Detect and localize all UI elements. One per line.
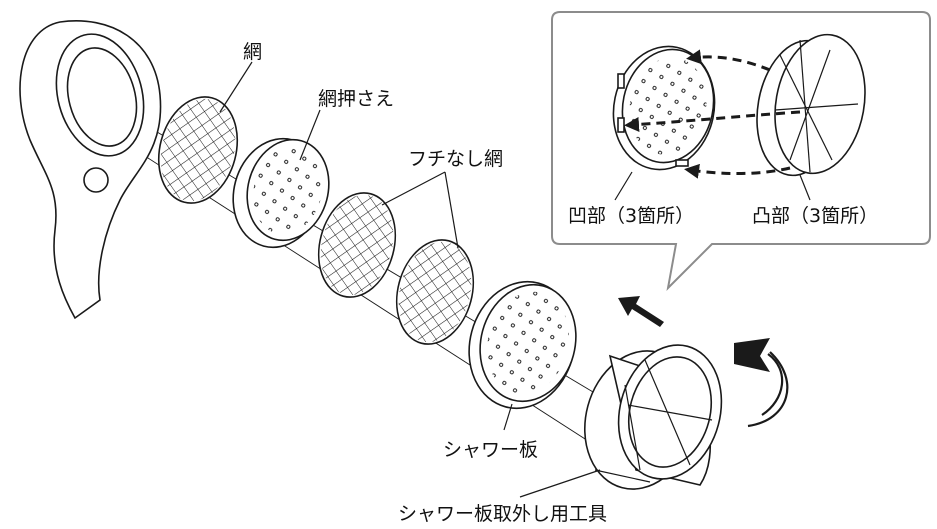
label-leader-lines bbox=[219, 61, 601, 498]
label-net-holder: 網押さえ bbox=[318, 88, 394, 110]
detail-removal-tool bbox=[756, 33, 866, 177]
shower-plate bbox=[468, 280, 577, 410]
net-disc bbox=[157, 96, 239, 204]
detail-callout bbox=[551, 11, 931, 291]
label-rimless-net: フチなし網 bbox=[408, 148, 503, 170]
switch-button bbox=[83, 167, 109, 193]
label-recess: 凹部（3箇所） bbox=[568, 205, 694, 227]
rimless-net-2 bbox=[395, 239, 475, 345]
dashed-arrow-1 bbox=[686, 49, 771, 72]
label-shower-plate: シャワー板 bbox=[443, 439, 538, 461]
label-removal-tool: シャワー板取外し用工具 bbox=[398, 503, 607, 525]
label-net: 網 bbox=[243, 41, 262, 63]
detail-shower-plate bbox=[612, 45, 716, 171]
dashed-arrow-3 bbox=[684, 163, 791, 179]
arrow-up-right-icon bbox=[618, 296, 664, 327]
dashed-arrow-2 bbox=[624, 110, 801, 132]
shower-head bbox=[19, 20, 162, 320]
rotate-arrow-icon bbox=[734, 338, 789, 428]
label-protrusion: 凸部（3箇所） bbox=[752, 205, 878, 227]
removal-tool bbox=[583, 344, 723, 490]
net-holder-disc bbox=[232, 137, 330, 249]
rimless-net-1 bbox=[317, 192, 397, 298]
